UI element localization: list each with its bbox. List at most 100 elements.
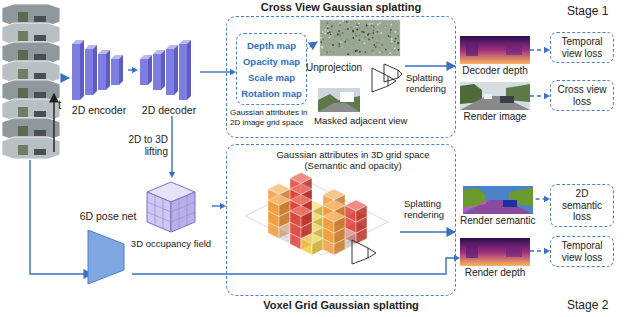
- annotation-label: Gaussian attributes in 3D grid space (Se…: [262, 149, 444, 172]
- loss-name: Temporal view loss: [555, 36, 609, 59]
- point: [377, 31, 379, 33]
- connector-line: [530, 95, 545, 96]
- connector-line: [171, 116, 172, 173]
- point: [333, 20, 335, 22]
- point: [375, 46, 377, 48]
- annotation-label: t: [58, 98, 61, 112]
- point: [371, 23, 373, 25]
- voxel-grid: [245, 173, 388, 256]
- point: [338, 45, 340, 47]
- image-sequence: [2, 4, 60, 159]
- loss-name: 2D semantic loss: [555, 188, 609, 223]
- voxel-camera: [352, 240, 376, 264]
- point: [366, 25, 368, 27]
- point: [327, 21, 329, 23]
- point: [324, 52, 326, 54]
- point: [339, 22, 341, 24]
- annotation-label: Stage 2: [567, 298, 608, 312]
- input-arrow: [61, 77, 69, 78]
- connector: [128, 67, 138, 73]
- connector: [530, 248, 550, 254]
- annotation-label: Unprojection: [306, 62, 362, 74]
- loss-name: Cross view loss: [555, 84, 609, 107]
- voxel: [356, 206, 367, 223]
- connector: [200, 69, 236, 75]
- point: [378, 42, 380, 44]
- point: [331, 26, 333, 28]
- image-render: [460, 82, 530, 110]
- masked-view-image: [318, 88, 360, 112]
- image-caption: Render depth: [465, 267, 526, 278]
- point: [352, 31, 354, 33]
- point: [327, 27, 329, 29]
- point: [347, 53, 349, 55]
- point: [358, 39, 360, 41]
- point: [338, 33, 340, 35]
- point: [376, 42, 378, 44]
- frame-detail: [34, 73, 46, 79]
- annotation-label: Splatting rendering: [406, 72, 456, 95]
- time-arrow: [53, 94, 54, 152]
- point: [381, 44, 383, 46]
- point: [369, 23, 371, 25]
- point: [382, 51, 384, 53]
- image-thumbnail: Render depth: [460, 238, 530, 278]
- voxel: [279, 200, 290, 217]
- point: [357, 24, 359, 26]
- image-thumbnail: Decoder depth: [460, 36, 530, 76]
- point: [332, 44, 334, 46]
- block-caption: 2D decoder: [126, 104, 212, 116]
- point: [320, 37, 322, 39]
- point: [397, 43, 399, 45]
- point: [385, 26, 387, 28]
- point: [372, 53, 374, 55]
- point: [379, 22, 381, 24]
- frame-detail: [18, 50, 28, 60]
- point: [378, 36, 380, 38]
- point: [331, 33, 333, 35]
- point: [356, 38, 358, 40]
- point: [377, 40, 379, 42]
- point: [338, 43, 340, 45]
- connector-line: [530, 250, 545, 251]
- point: [327, 32, 329, 34]
- point: [362, 38, 364, 40]
- attribute-name: Depth map: [247, 40, 296, 51]
- edge-label: 2D to 3D lifting: [124, 134, 168, 158]
- point: [356, 25, 358, 27]
- arrowhead: [132, 67, 138, 73]
- occupancy-cube: [130, 178, 212, 236]
- block-caption: 2D encoder: [58, 104, 140, 116]
- connector: [536, 196, 550, 202]
- point: [385, 26, 387, 28]
- point: [338, 30, 340, 32]
- point: [352, 30, 354, 32]
- attribute-name: Opacity map: [243, 56, 300, 67]
- point: [331, 25, 333, 27]
- point: [365, 51, 367, 53]
- point: [379, 52, 381, 54]
- point: [390, 29, 392, 31]
- point: [389, 52, 391, 54]
- point: [321, 32, 323, 34]
- render-arrow: [405, 65, 455, 66]
- frame-detail: [34, 16, 46, 22]
- point: [340, 41, 342, 43]
- point: [326, 52, 328, 54]
- point: [382, 44, 384, 46]
- decoder-block: 2D decoder: [138, 40, 200, 116]
- frame-detail: [34, 111, 46, 117]
- point: [355, 23, 357, 25]
- point: [397, 42, 399, 44]
- point: [321, 46, 323, 48]
- camera-frustums: [372, 64, 402, 92]
- point: [341, 46, 343, 48]
- point: [361, 31, 363, 33]
- point: [356, 50, 358, 52]
- point: [344, 28, 346, 30]
- annotation-label: Masked adjacent view: [314, 115, 407, 126]
- image-thumbnail: Render semantic: [460, 186, 536, 226]
- connector: [212, 203, 226, 209]
- point: [390, 24, 392, 26]
